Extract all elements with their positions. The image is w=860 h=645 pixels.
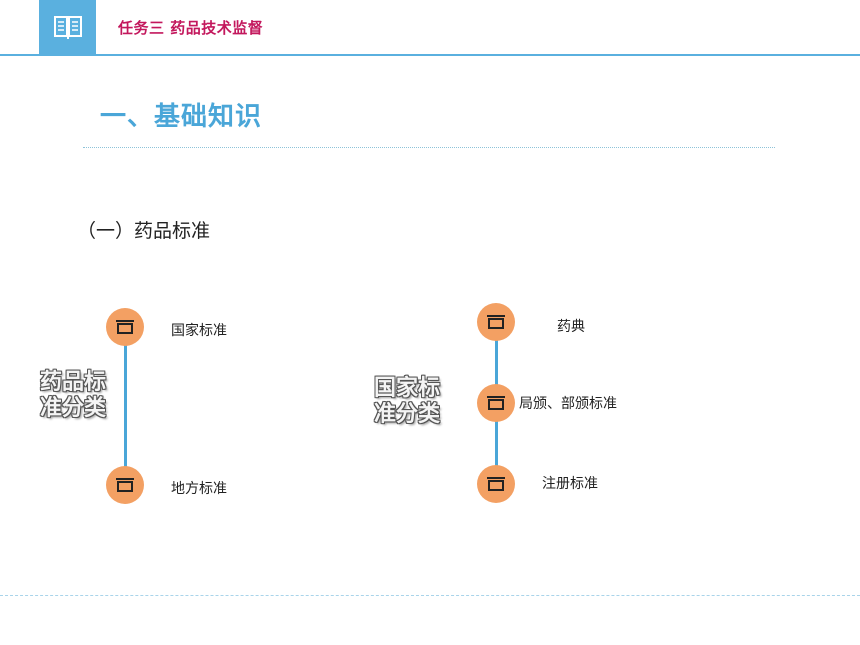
diagram-left-label: 药品标准分类 <box>40 370 107 421</box>
book-icon <box>53 16 82 39</box>
diagram-left-item-2: 地方标准 <box>171 481 227 497</box>
diagram-right-label: 国家标准分类 <box>374 376 441 427</box>
box-icon <box>487 315 505 329</box>
diagram-right-item-2: 局颁、部颁标准 <box>519 396 617 412</box>
box-icon <box>487 477 505 491</box>
diagram-right-node-1 <box>477 303 515 341</box>
diagram-left-connector <box>124 328 127 486</box>
diagram-right-item-1: 药典 <box>557 319 585 335</box>
box-icon <box>487 396 505 410</box>
diagram-left-node-2 <box>106 466 144 504</box>
footer-divider <box>0 595 860 596</box>
diagram-left-item-1: 国家标准 <box>171 323 227 339</box>
section-divider <box>83 147 775 148</box>
header-divider <box>0 54 860 56</box>
box-icon <box>116 320 134 334</box>
box-icon <box>116 478 134 492</box>
diagram-right-node-2 <box>477 384 515 422</box>
diagram-left-node-1 <box>106 308 144 346</box>
header-title: 任务三 药品技术监督 <box>118 19 264 37</box>
header-icon-box <box>39 0 96 54</box>
subsection-title: （一）药品标准 <box>77 220 211 242</box>
diagram-right-node-3 <box>477 465 515 503</box>
diagram-right-item-3: 注册标准 <box>542 476 598 492</box>
section-title: 一、基础知识 <box>100 102 263 132</box>
